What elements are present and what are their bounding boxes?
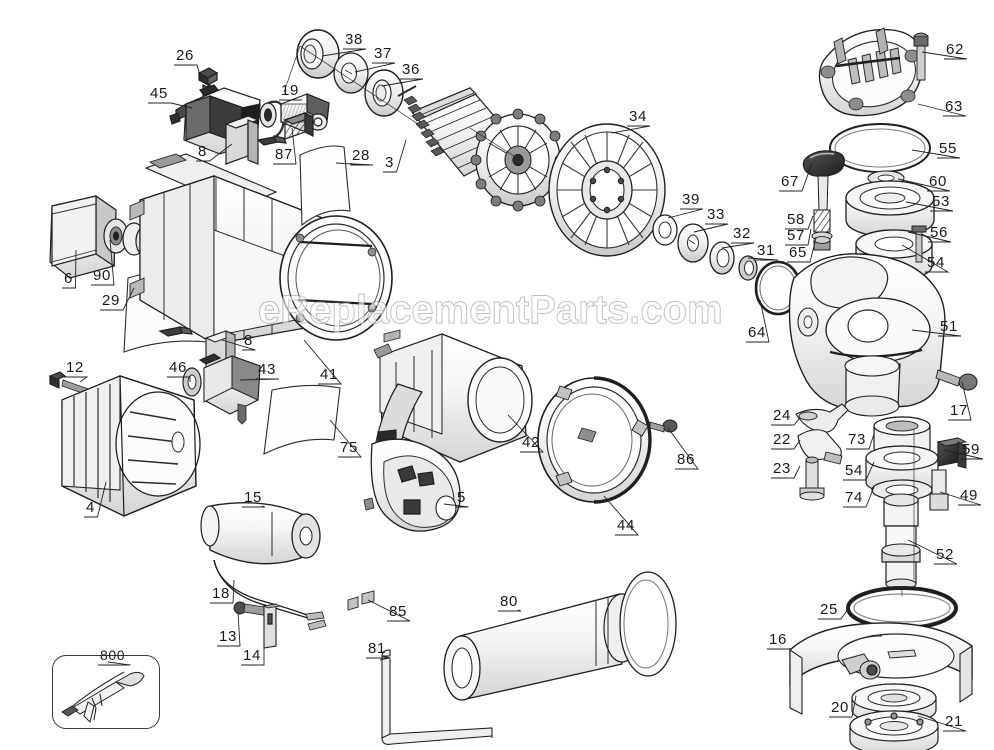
- accessory-inset-box: [52, 655, 160, 729]
- callout-64[interactable]: 64: [748, 324, 766, 341]
- callout-33[interactable]: 33: [707, 206, 725, 223]
- callout-43[interactable]: 43: [258, 361, 276, 378]
- callout-17[interactable]: 17: [950, 402, 968, 419]
- callout-31[interactable]: 31: [757, 242, 775, 259]
- callout-6[interactable]: 6: [64, 270, 73, 287]
- callout-54[interactable]: 54: [927, 254, 945, 271]
- callout-74[interactable]: 74: [845, 489, 863, 506]
- callout-63[interactable]: 63: [945, 98, 963, 115]
- callout-28[interactable]: 28: [352, 147, 370, 164]
- callout-19[interactable]: 19: [281, 82, 299, 99]
- callout-800[interactable]: 800: [100, 647, 126, 663]
- callout-52[interactable]: 52: [936, 546, 954, 563]
- callout-67[interactable]: 67: [781, 173, 799, 190]
- callout-55[interactable]: 55: [939, 140, 957, 157]
- callout-36[interactable]: 36: [402, 61, 420, 78]
- callout-90[interactable]: 90: [93, 267, 111, 284]
- callout-29[interactable]: 29: [102, 292, 120, 309]
- callout-22[interactable]: 22: [773, 431, 791, 448]
- callout-49[interactable]: 49: [960, 487, 978, 504]
- callout-81[interactable]: 81: [368, 640, 386, 657]
- callout-60[interactable]: 60: [929, 173, 947, 190]
- callout-58[interactable]: 58: [787, 211, 805, 228]
- callout-44[interactable]: 44: [617, 517, 635, 534]
- callout-53[interactable]: 53: [932, 193, 950, 210]
- callout-80[interactable]: 80: [500, 593, 518, 610]
- callout-5[interactable]: 5: [457, 489, 466, 506]
- callout-42[interactable]: 42: [522, 434, 540, 451]
- callout-8[interactable]: 8: [244, 332, 253, 349]
- callout-20[interactable]: 20: [831, 699, 849, 716]
- callout-12[interactable]: 12: [66, 359, 84, 376]
- callout-8[interactable]: 8: [198, 143, 207, 160]
- callout-3[interactable]: 3: [385, 154, 394, 171]
- callout-46[interactable]: 46: [169, 359, 187, 376]
- callout-4[interactable]: 4: [86, 499, 95, 516]
- callout-15[interactable]: 15: [244, 489, 262, 506]
- callout-13[interactable]: 13: [219, 628, 237, 645]
- callout-73[interactable]: 73: [848, 431, 866, 448]
- callout-16[interactable]: 16: [769, 631, 787, 648]
- callout-21[interactable]: 21: [945, 713, 963, 730]
- callout-39[interactable]: 39: [682, 191, 700, 208]
- callout-87[interactable]: 87: [275, 146, 293, 163]
- callout-34[interactable]: 34: [629, 108, 647, 125]
- callout-25[interactable]: 25: [820, 601, 838, 618]
- callout-57[interactable]: 57: [787, 227, 805, 244]
- callout-51[interactable]: 51: [940, 318, 958, 335]
- callout-14[interactable]: 14: [243, 647, 261, 664]
- callout-26[interactable]: 26: [176, 47, 194, 64]
- callout-37[interactable]: 37: [374, 45, 392, 62]
- callout-85[interactable]: 85: [389, 603, 407, 620]
- callout-32[interactable]: 32: [733, 225, 751, 242]
- callout-54[interactable]: 54: [845, 462, 863, 479]
- callout-59[interactable]: 59: [962, 441, 980, 458]
- callout-24[interactable]: 24: [773, 407, 791, 424]
- callout-75[interactable]: 75: [340, 439, 358, 456]
- callout-65[interactable]: 65: [789, 244, 807, 261]
- callout-45[interactable]: 45: [150, 85, 168, 102]
- callout-62[interactable]: 62: [946, 41, 964, 58]
- callout-86[interactable]: 86: [677, 451, 695, 468]
- callout-23[interactable]: 23: [773, 460, 791, 477]
- callout-41[interactable]: 41: [320, 366, 338, 383]
- callout-56[interactable]: 56: [930, 224, 948, 241]
- callout-38[interactable]: 38: [345, 31, 363, 48]
- callout-18[interactable]: 18: [212, 585, 230, 602]
